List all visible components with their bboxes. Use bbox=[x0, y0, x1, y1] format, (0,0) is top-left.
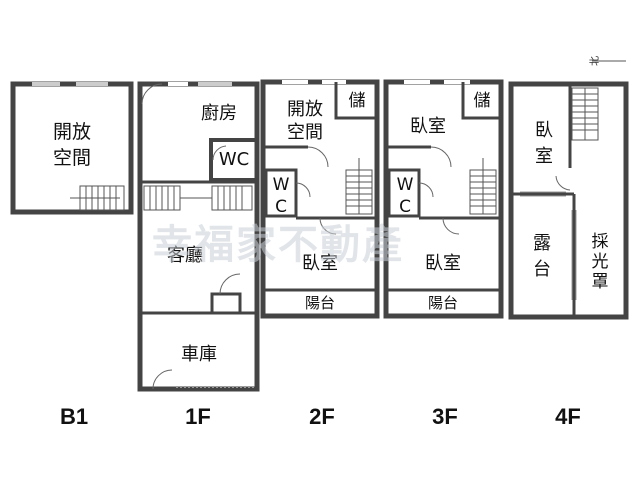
room-3f-storage: 儲 bbox=[474, 91, 491, 111]
4f-terrace-sliding bbox=[520, 191, 577, 300]
4f-stair bbox=[571, 87, 599, 141]
room-1f-kitchen: 廚房 bbox=[201, 102, 237, 124]
room-b1-open-line1: 開放 bbox=[53, 121, 91, 143]
room-3f-bedroom-top: 臥室 bbox=[410, 116, 446, 137]
plan-4f: 臥 室 露 台 採 光 罩 bbox=[508, 81, 629, 320]
room-2f-wc-line2: C bbox=[275, 197, 287, 217]
room-3f-wc-line2: C bbox=[399, 197, 411, 217]
room-1f-living: 客廳 bbox=[167, 245, 203, 266]
room-2f-storage: 儲 bbox=[349, 91, 366, 111]
room-4f-skylight-line1: 採 bbox=[592, 232, 609, 252]
3f-stair bbox=[469, 158, 497, 215]
room-4f-terrace-line2: 台 bbox=[533, 259, 551, 280]
2f-wc-door bbox=[295, 182, 311, 198]
room-2f-bedroom: 臥室 bbox=[302, 253, 338, 274]
1f-door-top bbox=[141, 83, 163, 105]
b1-window-lines bbox=[32, 82, 108, 86]
room-4f-bedroom-line2: 室 bbox=[535, 146, 553, 167]
room-2f-open-line2: 空間 bbox=[287, 122, 323, 143]
watermark-text: 幸福家不動產 bbox=[152, 222, 404, 268]
1f-wc-room bbox=[209, 138, 259, 182]
3f-room-door bbox=[430, 146, 452, 168]
3f-bedroom-door bbox=[442, 217, 460, 235]
2f-outline bbox=[260, 79, 380, 319]
room-2f-balcony: 陽台 bbox=[305, 294, 335, 312]
2f-wc-room bbox=[264, 168, 298, 218]
1f-window-lines bbox=[198, 82, 232, 86]
room-2f-open-line1: 開放 bbox=[287, 99, 323, 120]
room-3f-bedroom: 臥室 bbox=[425, 253, 461, 274]
3f-wc-room bbox=[387, 168, 421, 218]
plan-3f: 臥室 儲 W C 臥室 陽台 bbox=[383, 79, 504, 319]
floor-label-3f: 3F bbox=[432, 404, 458, 429]
1f-garage-door bbox=[152, 369, 173, 390]
floor-label-1f: 1F bbox=[185, 404, 211, 429]
b1-stair bbox=[70, 185, 125, 211]
2f-storage-wall bbox=[334, 82, 377, 120]
compass-north-label: 北 bbox=[589, 56, 601, 66]
plan-b1: 開放 空間 bbox=[10, 81, 134, 215]
plan-2f: 開放 空間 儲 W C 臥室 陽台 bbox=[260, 79, 380, 319]
2f-open-door bbox=[307, 146, 329, 168]
floor-label-2f: 2F bbox=[309, 404, 335, 429]
4f-bedroom-door bbox=[555, 175, 571, 191]
plan-1f: 廚房 WC 客廳 車庫 bbox=[137, 81, 260, 392]
room-2f-wc-line1: W bbox=[273, 175, 290, 195]
room-1f-garage: 車庫 bbox=[181, 344, 217, 365]
room-4f-skylight-line3: 罩 bbox=[592, 272, 609, 292]
room-3f-balcony: 陽台 bbox=[428, 294, 458, 312]
room-4f-terrace-line1: 露 bbox=[533, 233, 551, 254]
room-4f-bedroom-line1: 臥 bbox=[535, 120, 553, 141]
3f-wc-door bbox=[418, 182, 434, 198]
floor-label-4f: 4F bbox=[555, 404, 581, 429]
1f-stair bbox=[143, 185, 253, 211]
3f-outline bbox=[383, 79, 504, 319]
1f-wc-door bbox=[212, 145, 227, 161]
room-4f-skylight-line2: 光 bbox=[592, 252, 609, 272]
b1-outline bbox=[10, 81, 134, 215]
2f-stair bbox=[345, 158, 373, 215]
compass: 北 bbox=[589, 56, 626, 66]
3f-storage-wall bbox=[461, 82, 501, 120]
room-3f-wc-line1: W bbox=[397, 175, 414, 195]
room-b1-open-line2: 空間 bbox=[53, 147, 91, 169]
floor-label-b1: B1 bbox=[60, 404, 88, 429]
1f-inner-door bbox=[219, 273, 241, 295]
1f-inner-closet bbox=[210, 292, 242, 315]
room-1f-wc: WC bbox=[219, 149, 249, 170]
2f-bedroom-door bbox=[319, 217, 337, 235]
